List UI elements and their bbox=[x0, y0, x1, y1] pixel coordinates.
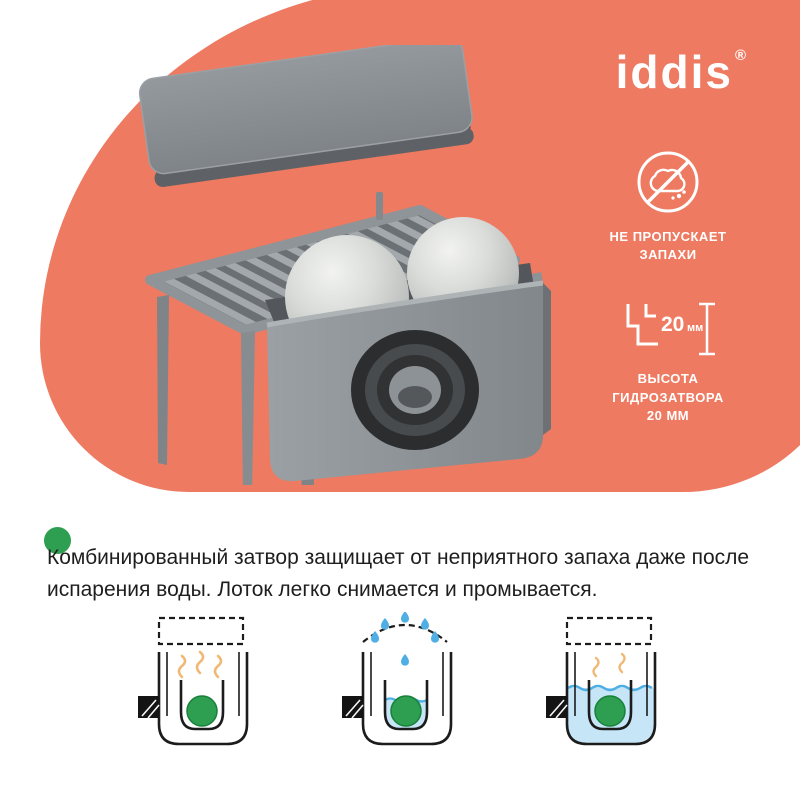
water-seal-height-icon: 20 мм bbox=[626, 303, 715, 356]
drain-trap-illustration bbox=[138, 36, 551, 513]
outlet-pipe bbox=[351, 330, 479, 450]
brand-name: iddis bbox=[615, 46, 733, 98]
feature-seal-height-label: ВЫСОТА ГИДРОЗАТВОРА 20 ММ bbox=[612, 371, 724, 423]
feature-badges: НЕ ПРОПУСКАЕТ ЗАПАХИ 20 мм ВЫСОТА ГИДРОЗ… bbox=[580, 146, 756, 425]
inlet-pipe bbox=[138, 696, 159, 718]
seal-ball bbox=[186, 695, 218, 727]
diagram-filled-seal-blocks-odor bbox=[546, 616, 657, 746]
no-odor-icon bbox=[637, 151, 699, 213]
brand-logo: iddis® bbox=[616, 48, 746, 95]
feature-seal-height: 20 мм ВЫСОТА ГИДРОЗАТВОРА 20 ММ bbox=[612, 298, 724, 425]
registered-mark: ® bbox=[734, 47, 746, 64]
green-bullet bbox=[44, 527, 71, 554]
seal-ball bbox=[390, 695, 422, 727]
inlet-pipe bbox=[342, 696, 363, 718]
description-text: Комбинированный затвор защищает от непри… bbox=[47, 546, 750, 601]
how-it-works-diagrams bbox=[0, 612, 800, 764]
odor-waves bbox=[177, 650, 223, 679]
diagram-dry-seal-blocks-odor bbox=[138, 616, 249, 746]
svg-text:20: 20 bbox=[661, 313, 684, 336]
odor-waves bbox=[592, 652, 626, 678]
diagram-water-refills-seal bbox=[342, 612, 453, 746]
inlet-pipe bbox=[546, 696, 567, 718]
feature-no-odor: НЕ ПРОПУСКАЕТ ЗАПАХИ bbox=[610, 146, 727, 264]
product-photo bbox=[95, 36, 555, 513]
feature-no-odor-label: НЕ ПРОПУСКАЕТ ЗАПАХИ bbox=[609, 229, 727, 263]
water-drops bbox=[371, 612, 439, 666]
svg-text:мм: мм bbox=[687, 322, 703, 334]
seal-ball bbox=[594, 695, 626, 727]
lid bbox=[138, 36, 474, 187]
grate-pin bbox=[376, 192, 383, 220]
